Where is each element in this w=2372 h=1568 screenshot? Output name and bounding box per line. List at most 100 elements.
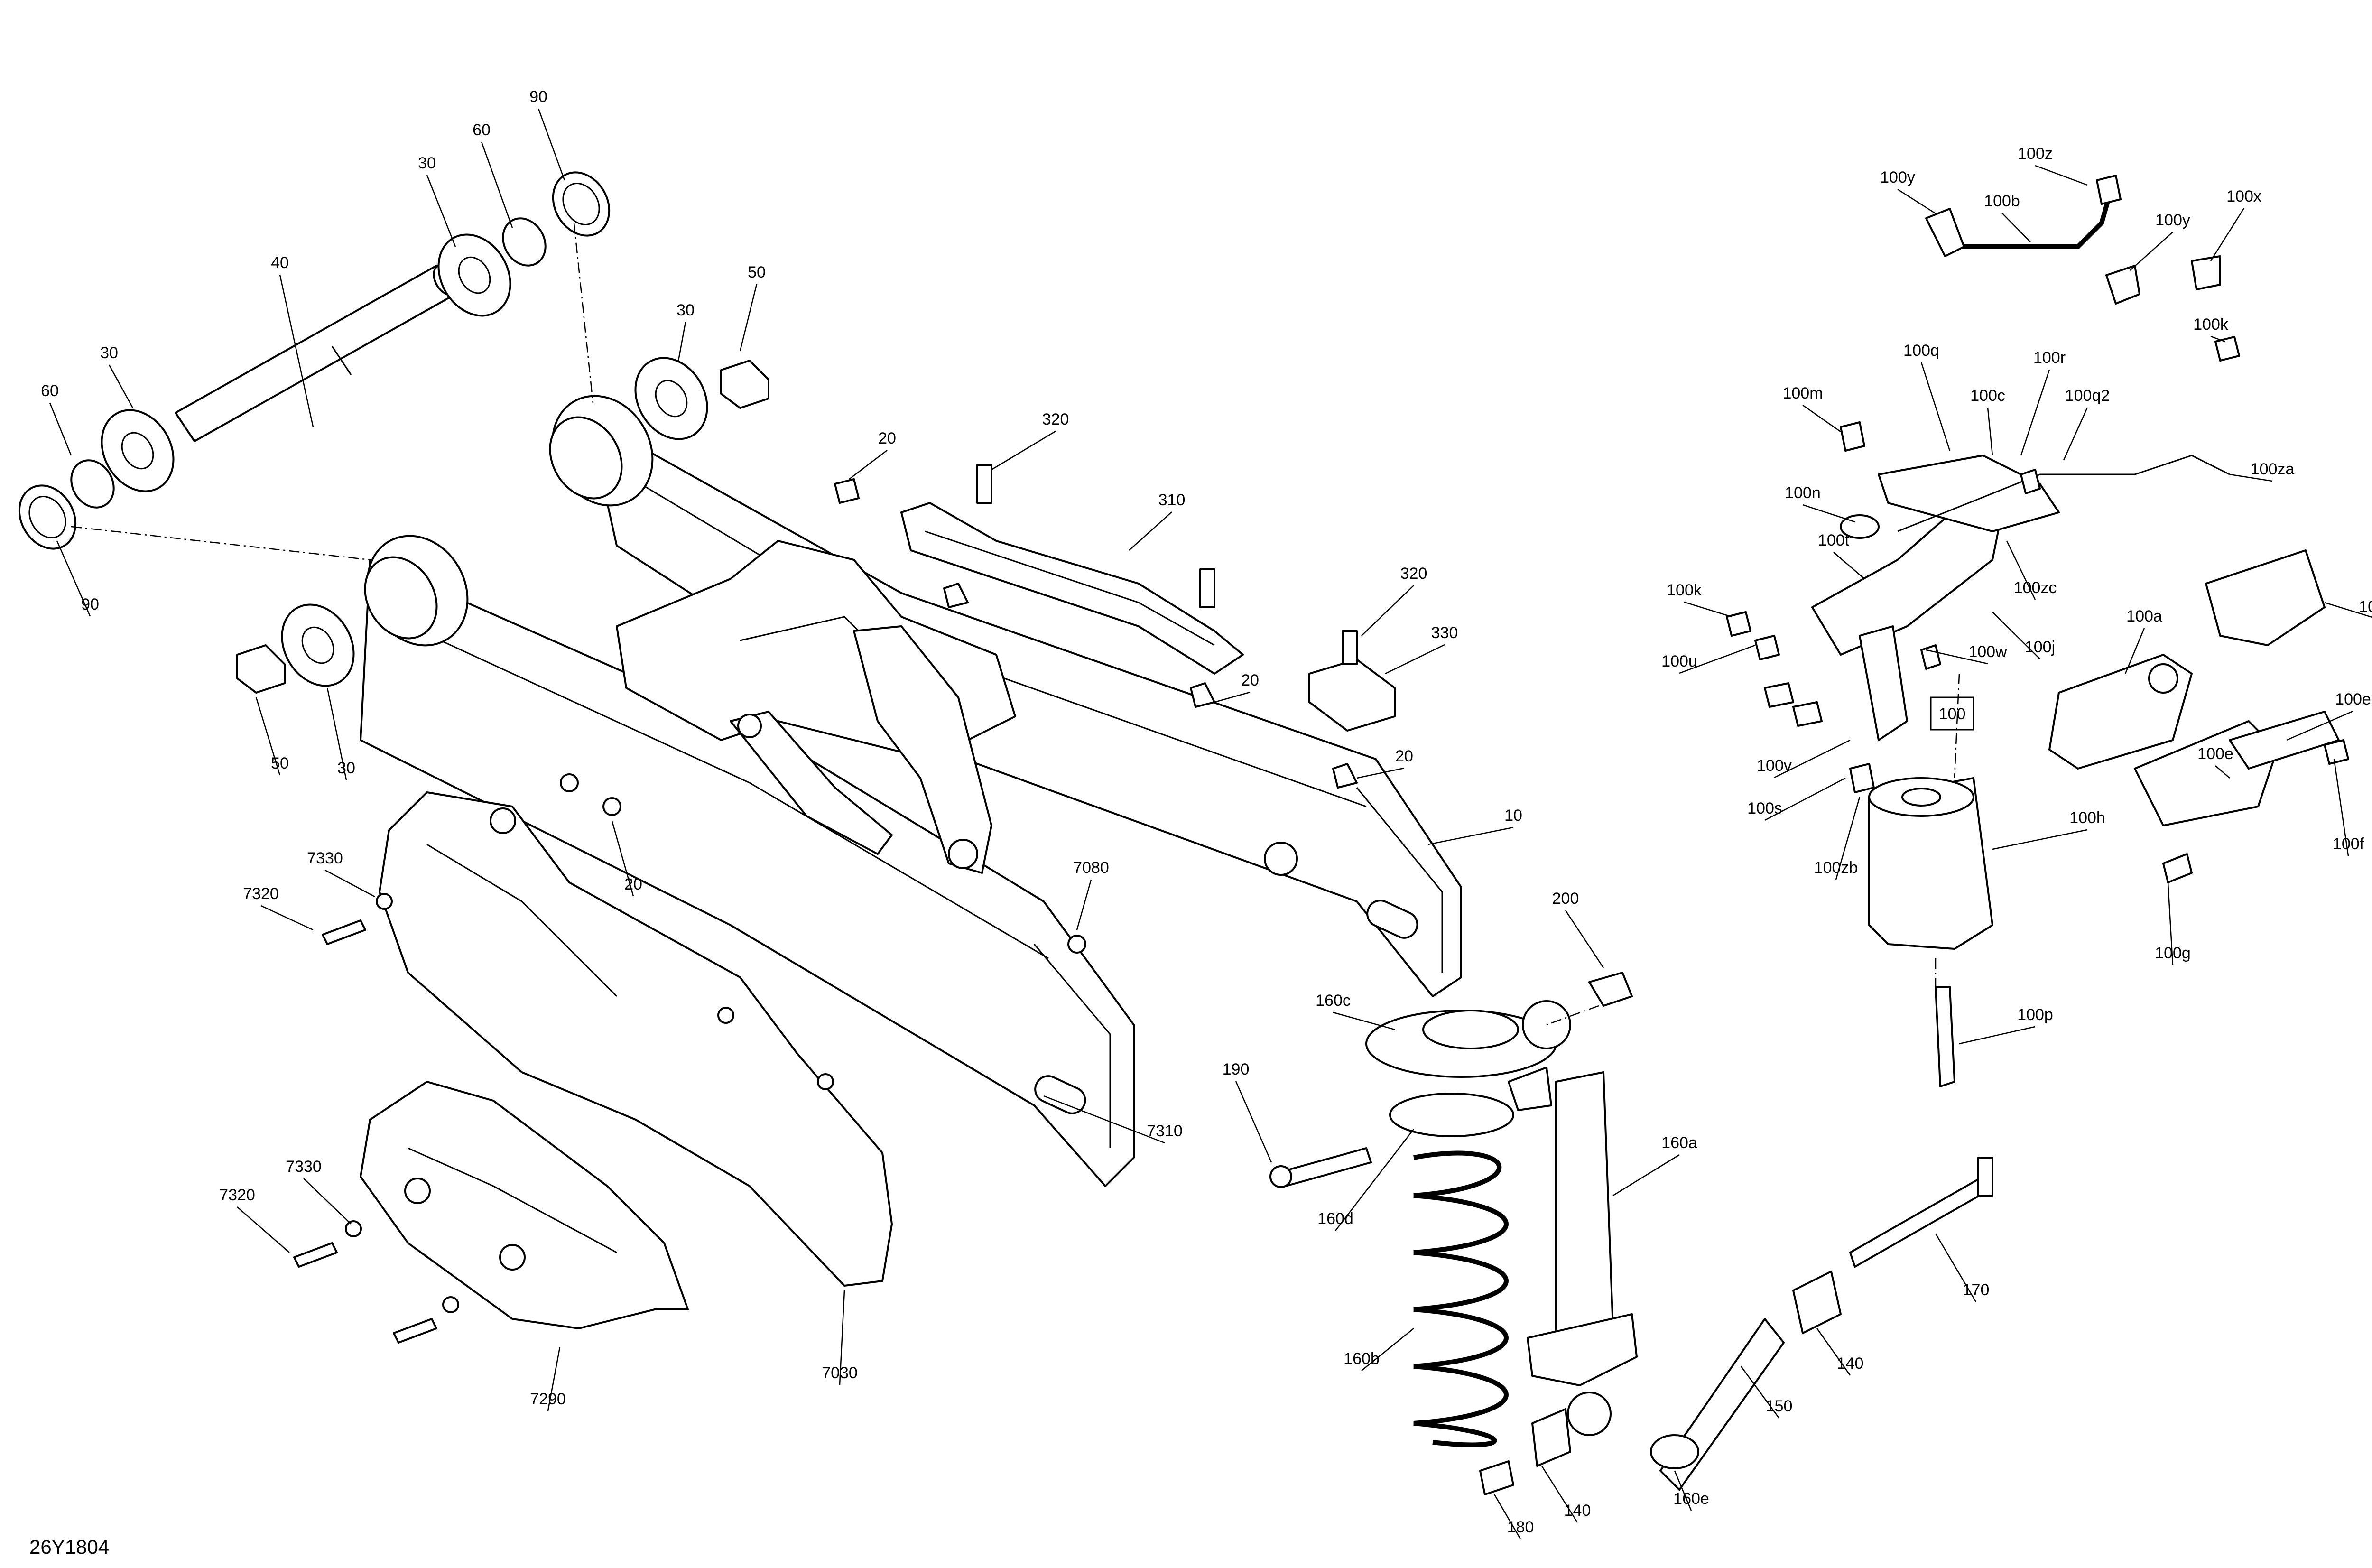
callout-label: 7320 <box>219 1186 255 1204</box>
callout-label: 7080 <box>1073 859 1109 877</box>
callout-leader <box>1992 829 2088 850</box>
swingarm <box>360 395 1462 1187</box>
callout-label: 20 <box>624 875 642 893</box>
callout-label: 30 <box>100 344 118 362</box>
callout-label: 100p <box>2017 1006 2053 1024</box>
callout-leader <box>303 1178 352 1225</box>
callout-leader <box>108 364 134 408</box>
callout-leader <box>1541 1466 1578 1523</box>
callout-leader <box>1802 404 1841 433</box>
callout-label: 40 <box>271 254 289 272</box>
callout-label: 30 <box>337 759 355 777</box>
chain-guards <box>293 773 1086 1344</box>
callout-label: 160d <box>1317 1210 1353 1228</box>
callout-leader <box>1612 1154 1680 1197</box>
callout-label: 50 <box>271 754 289 772</box>
callout-label: 100j <box>2025 638 2055 656</box>
callout-label: 7030 <box>822 1364 858 1382</box>
callout-label: 150 <box>1766 1397 1793 1415</box>
callout-leader <box>611 820 634 897</box>
callout-label: 100e <box>2197 745 2233 763</box>
callout-label: 100m <box>1782 384 1823 402</box>
callout-label: 310 <box>1158 491 1186 509</box>
callout-leader <box>1926 649 1988 665</box>
callout-label: 190 <box>1223 1060 1250 1078</box>
callout-leader <box>1987 407 1993 456</box>
callout-leader <box>1043 1095 1165 1144</box>
callout-label: 320 <box>1042 410 1069 428</box>
callout-leader <box>1833 552 1865 579</box>
drawing-reference: 26Y1804 <box>29 1536 109 1558</box>
callout-leader <box>1361 585 1414 636</box>
callout-label: 100w <box>1968 643 2007 661</box>
rear-shock-assembly <box>1269 972 1993 1495</box>
callout-label: 140 <box>1837 1355 1864 1373</box>
callout-label: 7310 <box>1147 1122 1183 1140</box>
callout-leader <box>1493 1494 1521 1540</box>
callout-leader <box>2035 165 2088 186</box>
callout-leader <box>2167 882 2174 965</box>
callout-label: 90 <box>529 88 547 106</box>
group-reference-box: 100 <box>1930 696 1974 731</box>
callout-label: 200 <box>1552 890 1579 908</box>
callout-leader <box>1076 879 1092 930</box>
callout-leader <box>839 1290 845 1385</box>
callout-leader <box>481 141 513 228</box>
callout-leader <box>2333 759 2349 856</box>
callout-label: 100u <box>1661 652 1697 670</box>
callout-label: 100k <box>2193 315 2229 334</box>
callout-label: 100za <box>2251 460 2295 478</box>
callout-leader <box>237 1206 290 1253</box>
callout-label: 160b <box>1344 1350 1380 1368</box>
callout-leader <box>2229 473 2273 482</box>
callout-label: 100g <box>2155 944 2191 962</box>
callout-leader <box>260 905 314 931</box>
callout-label: 160e <box>1673 1490 1709 1508</box>
callout-label: 100zb <box>1814 859 1858 877</box>
callout-leader <box>739 284 758 352</box>
callout-label: 30 <box>676 301 695 319</box>
callout-label: 50 <box>748 263 766 281</box>
callout-label: 100a <box>2126 607 2162 625</box>
callout-label: 100q <box>1903 342 1939 360</box>
callout-label: 100x <box>2226 187 2261 205</box>
callout-label: 7290 <box>530 1390 566 1408</box>
callout-leader <box>2063 407 2088 461</box>
callout-leader <box>1992 612 2040 659</box>
callout-label: 330 <box>1431 624 1458 642</box>
callout-layer: 9060304030609050303050203203103203302020… <box>41 88 2372 1540</box>
callout-label: 320 <box>1400 565 1427 583</box>
callout-leader <box>1356 767 1405 779</box>
callout-label: 20 <box>878 429 896 447</box>
callout-label: 7320 <box>243 885 279 903</box>
callout-label: 100t <box>1818 531 1850 549</box>
callout-leader <box>849 450 888 480</box>
callout-label: 30 <box>418 154 436 172</box>
callout-label: 10 <box>1504 807 1522 825</box>
callout-leader <box>547 1347 561 1411</box>
callout-leader <box>1674 1470 1692 1511</box>
callout-leader <box>2124 628 2145 674</box>
callout-label: 7330 <box>286 1158 322 1176</box>
callout-leader <box>1385 644 1445 675</box>
callout-leader <box>1740 1366 1780 1419</box>
callout-label: 100v <box>1757 757 1792 775</box>
callout-label: 100y <box>2155 211 2190 229</box>
callout-leader <box>1959 1026 2036 1045</box>
callout-leader <box>1427 826 1514 845</box>
callout-leader <box>2001 213 2031 242</box>
callout-leader <box>1335 1129 1414 1231</box>
callout-label: 100c <box>1970 387 2005 405</box>
callout-label: 60 <box>473 121 491 139</box>
callout-label: 140 <box>1564 1502 1591 1520</box>
callout-label: 100n <box>1785 484 1821 502</box>
callout-leader <box>1684 601 1732 618</box>
callout-label: 60 <box>41 382 59 400</box>
callout-label: 100b <box>1984 192 2020 210</box>
callout-label: 100k <box>1667 581 1702 599</box>
callout-label: 20 <box>1395 747 1413 765</box>
callout-label: 100f <box>2333 835 2364 853</box>
callout-leader <box>56 540 91 617</box>
callout-leader <box>1802 504 1855 523</box>
